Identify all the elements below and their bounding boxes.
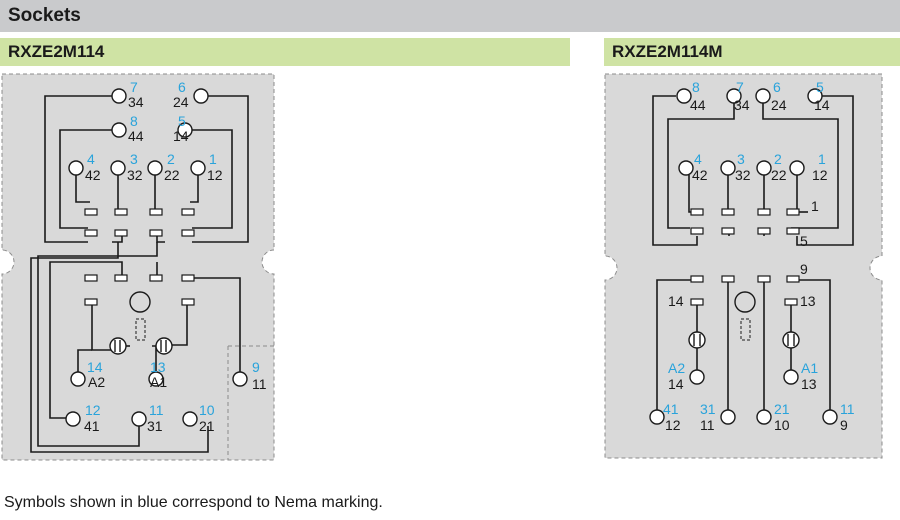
terminal-label: 14 (668, 376, 684, 392)
nema-label: 2 (774, 151, 782, 167)
terminal-label: 5 (800, 233, 808, 249)
terminal-label: 1 (811, 198, 819, 214)
nema-label: 10 (199, 402, 215, 418)
socket-panel-right: 8 44 7 34 6 24 5 14 4 42 3 32 2 22 1 12 … (604, 73, 883, 459)
terminal-label: 10 (774, 417, 790, 433)
terminal-label: 42 (85, 167, 101, 183)
terminal-label: 14 (173, 128, 189, 144)
terminal-label: 41 (84, 418, 100, 434)
terminal-label: 21 (199, 418, 215, 434)
nema-label: 3 (737, 151, 745, 167)
terminal-label: A1 (150, 374, 167, 390)
nema-label: 6 (773, 79, 781, 95)
terminal-label: 12 (812, 167, 828, 183)
model-label-left: RXZE2M114 (0, 38, 570, 66)
terminal-label: A2 (88, 374, 105, 390)
terminal-label: 34 (128, 94, 144, 110)
model-label-right: RXZE2M114M (604, 38, 900, 66)
terminal-label: 12 (665, 417, 681, 433)
terminal-label: 31 (147, 418, 163, 434)
nema-label: 41 (663, 401, 679, 417)
nema-label: 8 (130, 113, 138, 129)
terminal-label: 34 (734, 97, 750, 113)
nema-label: 2 (167, 151, 175, 167)
nema-label: 11 (840, 401, 855, 417)
nema-label: 14 (87, 359, 103, 375)
terminal-label: 13 (800, 293, 816, 309)
nema-label: 1 (209, 151, 217, 167)
terminal-label: 22 (771, 167, 787, 183)
nema-label: A2 (668, 360, 685, 376)
nema-label: 4 (87, 151, 95, 167)
nema-label: A1 (801, 360, 818, 376)
terminal-label: 22 (164, 167, 180, 183)
terminal-label: 12 (207, 167, 223, 183)
terminal-label: 42 (692, 167, 708, 183)
terminal-label: 11 (700, 417, 715, 433)
nema-label: 6 (178, 79, 186, 95)
terminal-label: 44 (128, 128, 144, 144)
terminal-label: 32 (735, 167, 751, 183)
terminal-label: 14 (668, 293, 684, 309)
terminal-label: 24 (173, 94, 189, 110)
nema-label: 7 (130, 79, 138, 95)
nema-label: 9 (252, 359, 260, 375)
nema-label: 5 (816, 79, 824, 95)
nema-label: 7 (736, 79, 744, 95)
nema-label: 3 (130, 151, 138, 167)
nema-label: 31 (700, 401, 716, 417)
nema-label: 12 (85, 402, 101, 418)
nema-label: 11 (149, 402, 164, 418)
nema-label: 5 (178, 113, 186, 129)
nema-label: 4 (694, 151, 702, 167)
nema-label: 1 (818, 151, 826, 167)
nema-label: 8 (692, 79, 700, 95)
socket-panel-left: 7 34 6 24 8 44 5 14 4 42 3 32 2 22 1 12 … (1, 73, 275, 461)
terminal-label: 32 (127, 167, 143, 183)
terminal-label: 14 (814, 97, 830, 113)
terminal-label: 44 (690, 97, 706, 113)
page-title: Sockets (0, 0, 900, 32)
nema-label: 21 (774, 401, 790, 417)
terminal-label: 13 (801, 376, 817, 392)
nema-label: 13 (150, 359, 166, 375)
footnote: Symbols shown in blue correspond to Nema… (4, 494, 383, 511)
terminal-label: 9 (840, 417, 848, 433)
terminal-label: 24 (771, 97, 787, 113)
terminal-label: 11 (252, 376, 267, 392)
terminal-label: 9 (800, 261, 808, 277)
